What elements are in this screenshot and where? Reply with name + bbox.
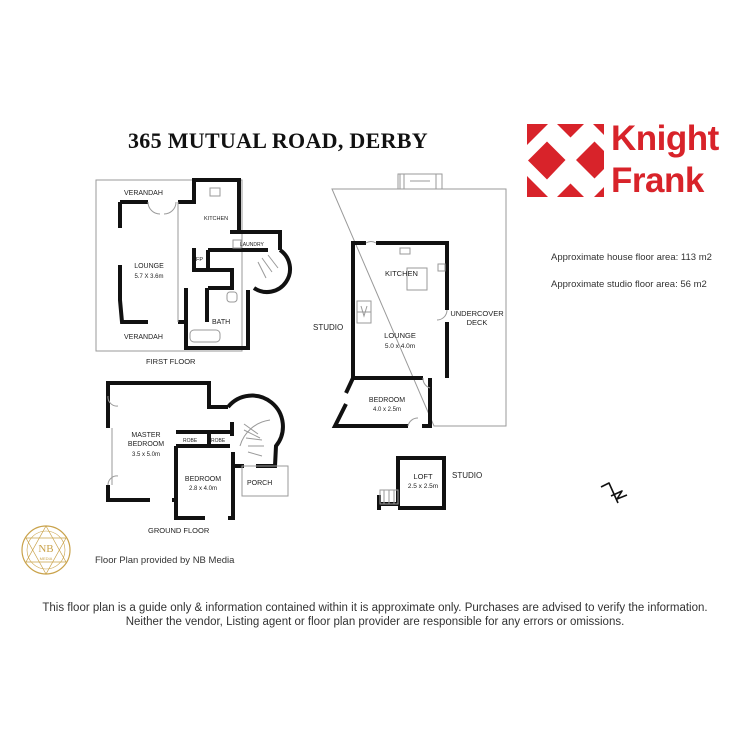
verandah-top-label: VERANDAH [124, 190, 163, 197]
nb-media-logo-text: NB [38, 543, 53, 555]
undercover-deck-label-1: UNDERCOVER [450, 309, 504, 318]
bedroom-gf-label: BEDROOM [185, 476, 221, 483]
studio-plan: KITCHEN LOUNGE 5.0 x 4.0m UNDERCOVER DEC… [313, 173, 507, 428]
robe-label-1: ROBE [183, 438, 198, 444]
master-bedroom-label-2: BEDROOM [128, 441, 164, 448]
north-arrow-icon [600, 482, 628, 504]
lounge-studio-size: 5.0 x 4.0m [385, 343, 415, 350]
robe-label-2: ROBE [211, 438, 226, 444]
lounge-ff-size: 5.7 X 3.6m [134, 274, 163, 280]
studio-loft-plan: LOFT 2.5 x 2.5m STUDIO [377, 456, 482, 510]
verandah-bottom-label: VERANDAH [124, 334, 163, 341]
ground-floor-label: GROUND FLOOR [148, 526, 210, 535]
master-bedroom-size: 3.5 x 5.0m [132, 452, 160, 458]
bath-label: BATH [212, 319, 230, 326]
studio-floor-area: Approximate studio floor area: 56 m2 [551, 279, 707, 290]
loft-size: 2.5 x 2.5m [408, 483, 438, 490]
master-bedroom-label-1: MASTER [131, 432, 160, 439]
studio-label: STUDIO [313, 323, 343, 332]
lounge-studio-label: LOUNGE [384, 331, 416, 340]
kitchen-ff-label: KITCHEN [204, 216, 228, 222]
house-floor-area: Approximate house floor area: 113 m2 [551, 252, 712, 263]
fireplace-label: FP [196, 257, 203, 263]
floor-plan-credit: Floor Plan provided by NB Media [95, 555, 235, 566]
bedroom-gf-size: 2.8 x 4.0m [189, 486, 217, 492]
disclaimer-line-1: This floor plan is a guide only & inform… [42, 602, 708, 614]
first-floor-plan: VERANDAH KITCHEN LAUNDRY LOUNGE 5.7 X 3.… [95, 178, 293, 366]
disclaimer: This floor plan is a guide only & inform… [0, 601, 750, 629]
ground-floor-plan: MASTER BEDROOM 3.5 x 5.0m ROBE ROBE BEDR… [106, 381, 289, 535]
bedroom-studio-size: 4.0 x 2.5m [373, 407, 401, 413]
knight-frank-diamond-icon [527, 124, 604, 197]
property-title: 365 MUTUAL ROAD, DERBY [128, 128, 428, 153]
porch-label: PORCH [247, 480, 272, 487]
kitchen-studio-label: KITCHEN [385, 269, 418, 278]
nb-media-logo-subtext: MEDIA [40, 556, 53, 561]
undercover-deck-label-2: DECK [467, 318, 488, 327]
first-floor-label: FIRST FLOOR [146, 357, 196, 366]
bedroom-studio-label: BEDROOM [369, 397, 405, 404]
brand-name-line2: Frank [611, 161, 704, 200]
disclaimer-line-2: Neither the vendor, Listing agent or flo… [125, 616, 625, 628]
laundry-label: LAUNDRY [240, 242, 264, 248]
loft-label: LOFT [413, 472, 433, 481]
lounge-ff-label: LOUNGE [134, 263, 164, 270]
nb-media-logo-icon: NB MEDIA [21, 525, 71, 575]
studio-loft-label: STUDIO [452, 471, 482, 480]
brand-name-line1: Knight [611, 119, 719, 158]
